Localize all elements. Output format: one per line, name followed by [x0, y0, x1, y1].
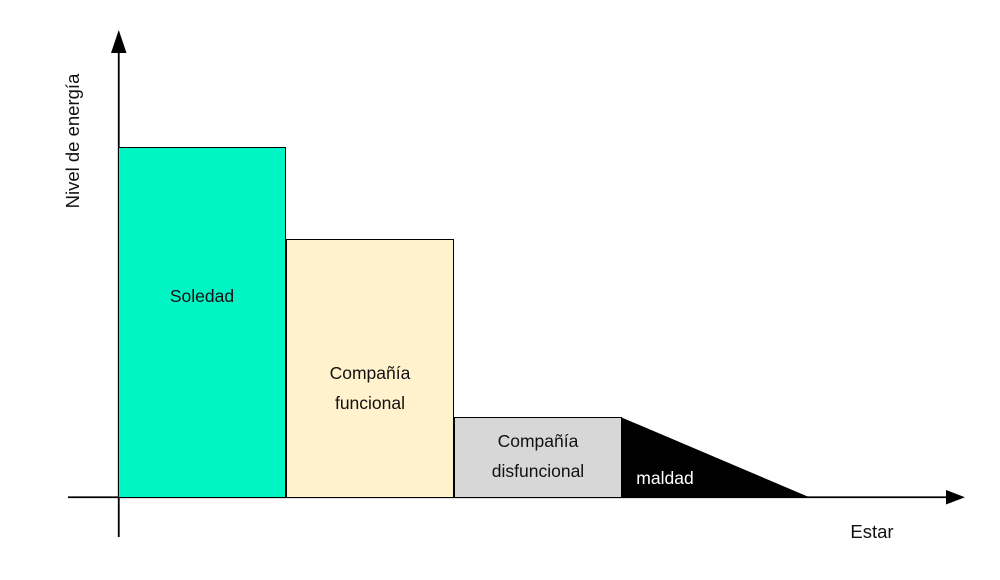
maldad-triangle-label: maldad: [636, 468, 694, 488]
y-axis-arrowhead: [111, 30, 127, 53]
bar-compania-disfuncional: Compañía disfuncional: [454, 417, 622, 498]
y-axis-title: Nivel de energía: [62, 73, 83, 209]
maldad-triangle: [620, 417, 810, 498]
bar-soledad: Soledad: [118, 147, 286, 498]
x-axis-arrowhead: [946, 490, 965, 505]
bar-compania-funcional: Compañía funcional: [286, 239, 454, 498]
bar-compania-funcional-label: Compañía funcional: [329, 363, 411, 413]
bar-soledad-label: Soledad: [169, 286, 235, 306]
x-axis-title: Estar: [850, 521, 894, 542]
bar-compania-disfuncional-label: Compañía disfuncional: [491, 431, 585, 481]
